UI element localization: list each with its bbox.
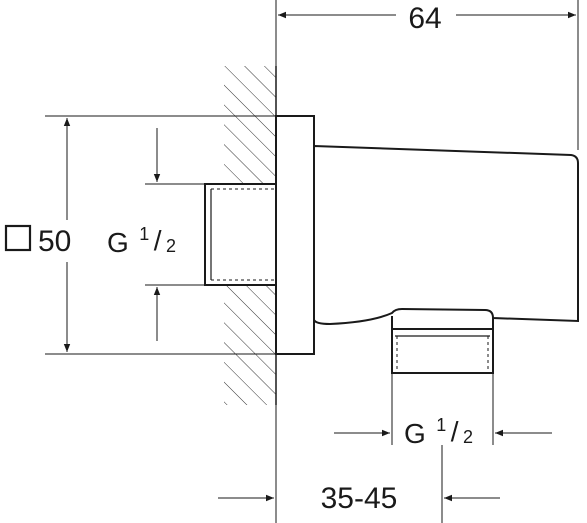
outlet-thread-nozzle [391, 316, 494, 374]
flange-plate [275, 115, 315, 355]
dimension-outlet-thread: G 1 / 2 [334, 373, 552, 449]
inlet-thread-label: G 1 / 2 [107, 224, 176, 258]
wall-offset-label: 35-45 [321, 482, 398, 515]
dimension-square-size: 50 [4, 115, 276, 355]
dimension-overall-width: 64 [275, 0, 579, 150]
holder-body [313, 144, 579, 326]
overall-width-label: 64 [408, 2, 441, 35]
dimension-inlet-thread: G 1 / 2 [107, 128, 205, 341]
wall-hatching [224, 66, 277, 405]
square-size-label: 50 [38, 225, 71, 258]
dimension-wall-offset: 35-45 [218, 405, 500, 523]
outlet-thread-label: G 1 / 2 [404, 415, 473, 449]
square-symbol-icon [4, 224, 32, 252]
inlet-thread-pipe [204, 183, 277, 286]
